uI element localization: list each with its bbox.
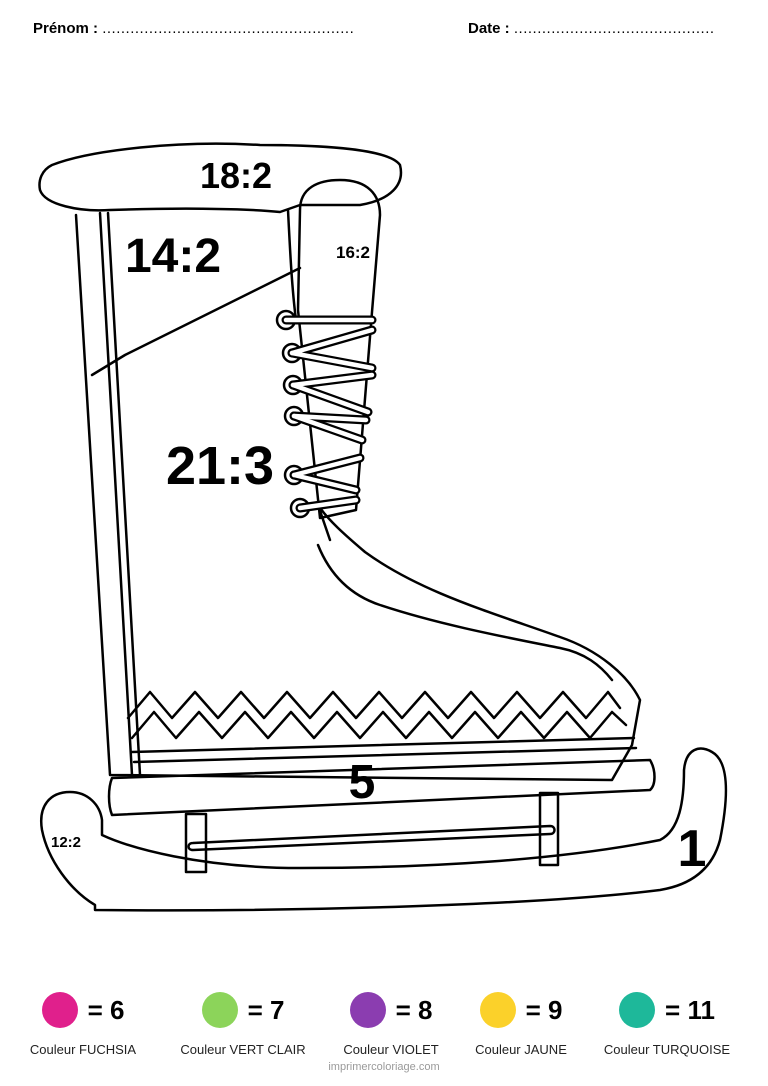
legend-label: Couleur FUCHSIA <box>29 1042 137 1057</box>
zone-upper-left: 14:2 <box>125 230 221 283</box>
swatch-jaune-icon <box>479 992 516 1028</box>
legend-value: = 7 <box>247 994 285 1025</box>
legend-item-vert-clair: = 7 Couleur VERT CLAIR <box>168 990 318 1057</box>
zone-sole: 5 <box>349 756 376 809</box>
laces-inner <box>283 317 375 511</box>
date-field[interactable]: Date : .................................… <box>468 20 715 37</box>
legend-value: = 11 <box>665 994 715 1025</box>
zone-cuff: 18:2 <box>200 155 272 196</box>
boot-front-line <box>316 543 614 682</box>
legend-item-fuchsia: = 6 Couleur FUCHSIA <box>8 990 158 1057</box>
swatch-vert-clair-icon <box>201 992 238 1028</box>
swatch-fuchsia-icon <box>41 992 78 1028</box>
zigzag-band <box>126 690 622 720</box>
blade-post-right <box>538 791 560 867</box>
boot-tongue[interactable] <box>296 178 382 520</box>
name-label: Prénom : <box>33 20 99 37</box>
boot-outline <box>74 213 642 782</box>
boot-inner-line-left <box>98 211 134 777</box>
legend-value: = 8 <box>395 994 433 1025</box>
boot-diagonal-line <box>90 266 302 377</box>
legend-item-violet: = 8 Couleur VIOLET <box>316 990 466 1057</box>
legend-item-jaune: = 9 Couleur JAUNE <box>446 990 596 1057</box>
name-dotted-line: ........................................… <box>102 20 355 37</box>
tongue-side-line <box>286 208 298 322</box>
zone-tongue: 16:2 <box>336 243 370 262</box>
worksheet-header: Prénom : ...............................… <box>0 20 768 44</box>
legend-label: Couleur VERT CLAIR <box>180 1042 306 1057</box>
site-credit: imprimercoloriage.com <box>328 1061 440 1073</box>
date-label: Date : <box>468 20 510 37</box>
band-line-bottom <box>132 746 638 764</box>
legend-value: = 6 <box>87 994 125 1025</box>
legend-label: Couleur VIOLET <box>343 1042 439 1057</box>
zone-body: 21:3 <box>166 436 274 496</box>
date-dotted-line: ........................................… <box>513 20 715 37</box>
swatch-violet-icon <box>349 992 386 1028</box>
zone-blade-right: 1 <box>678 820 707 878</box>
legend-label: Couleur JAUNE <box>475 1042 567 1057</box>
band-line-top <box>130 736 636 754</box>
blade-bar <box>187 824 556 852</box>
boot-sole[interactable] <box>107 758 656 817</box>
boot-cuff[interactable] <box>38 142 403 214</box>
color-legend: = 6 Couleur FUCHSIA = 7 Couleur VERT CLA… <box>0 990 768 1060</box>
swatch-turquoise-icon <box>619 992 656 1028</box>
legend-item-turquoise: = 11 Couleur TURQUOISE <box>592 990 742 1057</box>
name-field[interactable]: Prénom : ...............................… <box>33 20 354 37</box>
skate-blade[interactable] <box>39 747 728 912</box>
boot-inner-line-left-2 <box>106 211 142 777</box>
zone-blade-left: 12:2 <box>51 834 81 851</box>
legend-label: Couleur TURQUOISE <box>603 1042 731 1057</box>
zigzag-band-2 <box>130 710 628 740</box>
legend-value: = 9 <box>525 994 563 1025</box>
